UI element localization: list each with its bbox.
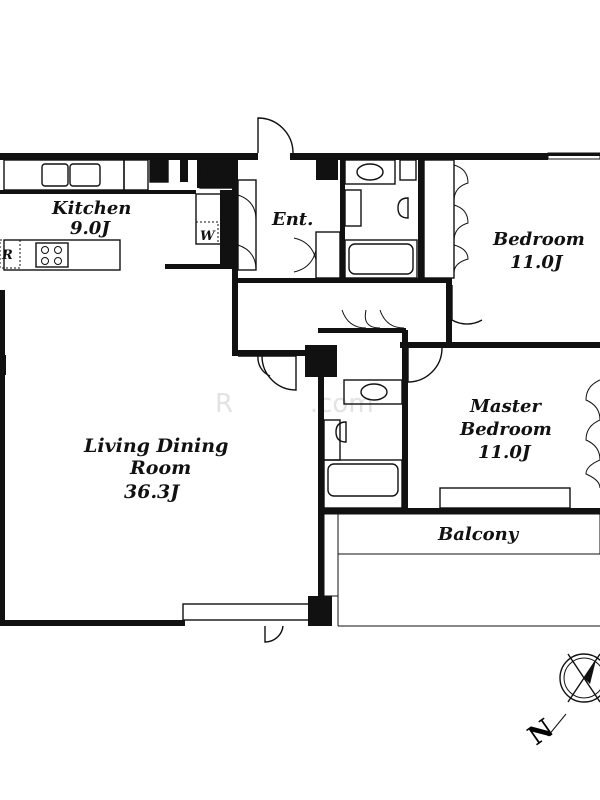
bedroom-name: Bedroom (492, 229, 585, 250)
kitchen-name: Kitchen (51, 198, 131, 219)
kitchen-size: 9.0J (70, 218, 111, 239)
washer-label: W (200, 229, 216, 244)
fixtures (0, 117, 600, 643)
master-name-1: Master (469, 396, 542, 417)
balcony-name: Balcony (437, 524, 520, 545)
master-name-2: Bedroom (459, 419, 552, 440)
room-labels: MB W R Kitchen 9.0J Ent. Bedroom 11.0J M… (1, 169, 585, 545)
entrance-name: Ent. (271, 209, 313, 230)
living-size: 36.3J (124, 481, 181, 503)
master-size: 11.0J (478, 442, 532, 463)
living-name-2: Room (129, 457, 191, 479)
compass-north-label: N (523, 714, 560, 752)
compass: N (523, 653, 600, 752)
bedroom-size: 11.0J (510, 252, 564, 273)
mb-label: MB (203, 169, 229, 184)
walls (0, 153, 600, 626)
fridge-label: R (1, 248, 13, 263)
living-name-1: Living Dining (83, 435, 228, 457)
